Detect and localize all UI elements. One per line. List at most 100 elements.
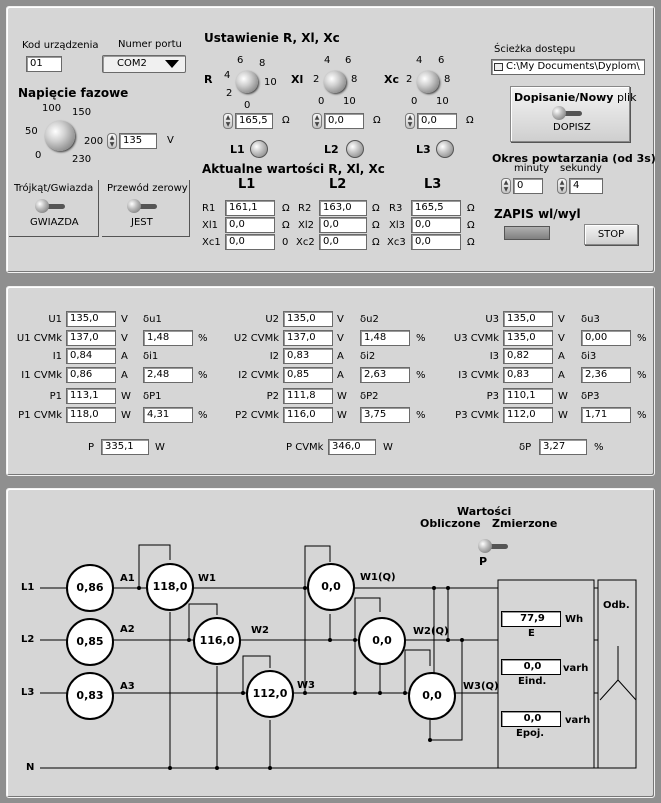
measure-value-field[interactable]: 0,86 — [66, 367, 116, 383]
xl-spinner[interactable]: ▲▼ — [312, 113, 322, 129]
delta-label: δP2 — [360, 391, 379, 402]
r-tick: 4 — [224, 70, 231, 81]
measure-value-field[interactable]: 137,0 — [66, 330, 116, 346]
measure-value-field[interactable]: 110,1 — [503, 388, 553, 404]
delta-value-field[interactable]: 2,63 — [360, 367, 410, 383]
total-value-field[interactable]: 335,1 — [101, 439, 149, 455]
measure-value-field[interactable]: 116,0 — [283, 407, 333, 423]
xc3-field[interactable]: 0,0 — [411, 234, 461, 250]
xc-tick: 0 — [411, 96, 418, 107]
measured-label: Zmierzone — [492, 517, 558, 530]
xl3-field[interactable]: 0,0 — [411, 217, 461, 233]
r2-field[interactable]: 163,0 — [319, 200, 367, 216]
path-field[interactable]: C:\My Documents\Dyplom\ — [491, 59, 645, 75]
seconds-spinner[interactable]: ▲▼ — [557, 178, 567, 194]
measure-unit: V — [558, 333, 565, 344]
xl2-field[interactable]: 0,0 — [319, 217, 367, 233]
r-knob[interactable] — [236, 71, 258, 93]
delta-label: δu3 — [581, 314, 600, 325]
append-new-switch[interactable] — [552, 106, 584, 120]
ammeter-a1-label: A1 — [120, 573, 135, 584]
measure-value-field[interactable]: 135,0 — [66, 311, 116, 327]
measure-unit: A — [558, 370, 565, 381]
row-unit: Ω — [372, 203, 380, 214]
delta-value-field[interactable]: 2,48 — [143, 367, 193, 383]
varmeter-w1q-label: W1(Q) — [360, 572, 396, 583]
minutes-spinner[interactable]: ▲▼ — [501, 178, 511, 194]
minutes-field[interactable]: 0 — [513, 178, 543, 194]
measure-value-field[interactable]: 137,0 — [283, 330, 333, 346]
xl-tick: 6 — [345, 55, 352, 66]
delta-value-field[interactable]: 1,48 — [143, 330, 193, 346]
port-select[interactable]: COM2 — [102, 55, 186, 73]
r-tick: 0 — [244, 100, 251, 111]
folder-icon[interactable] — [494, 63, 503, 71]
total-label: P — [88, 442, 95, 453]
r1-field[interactable]: 161,1 — [225, 200, 275, 216]
xl-knob[interactable] — [324, 71, 346, 93]
measure-unit: A — [558, 351, 565, 362]
measure-value-field[interactable]: 135,0 — [283, 311, 333, 327]
triangle-star-switch[interactable] — [35, 199, 67, 213]
r-tick: 2 — [226, 88, 233, 99]
xc-tick: 10 — [436, 96, 449, 107]
stop-button[interactable]: STOP — [584, 224, 638, 245]
r-tick: 10 — [264, 77, 277, 88]
r-setting-field[interactable]: 165,5 — [235, 113, 273, 129]
delta-value-field[interactable]: 2,36 — [581, 367, 631, 383]
device-code-field[interactable]: 01 — [26, 56, 62, 72]
measure-value-field[interactable]: 0,83 — [283, 348, 333, 364]
neutral-wire-value: JEST — [131, 217, 153, 228]
phase-voltage-knob[interactable] — [45, 121, 75, 151]
xl-tick: 4 — [324, 55, 331, 66]
measure-label: I3 CVMk — [458, 370, 499, 381]
measure-value-field[interactable]: 0,82 — [503, 348, 553, 364]
xc-spinner[interactable]: ▲▼ — [405, 113, 415, 129]
delta-value-field[interactable]: 0,00 — [581, 330, 631, 346]
neutral-wire-switch[interactable] — [127, 199, 159, 213]
delta-value-field[interactable]: 1,48 — [360, 330, 410, 346]
values-switch[interactable] — [478, 539, 510, 553]
xc2-field[interactable]: 0,0 — [319, 234, 367, 250]
xl-setting-field[interactable]: 0,0 — [324, 113, 364, 129]
xc1-field[interactable]: 0,0 — [225, 234, 275, 250]
delta-value-field[interactable]: 1,71 — [581, 407, 631, 423]
xl-tick: 0 — [318, 96, 325, 107]
delta-value-field[interactable]: 4,31 — [143, 407, 193, 423]
delta-unit: % — [637, 410, 647, 421]
xl1-field[interactable]: 0,0 — [225, 217, 275, 233]
phase-voltage-field[interactable]: 135 — [119, 133, 157, 149]
measure-value-field[interactable]: 0,83 — [503, 367, 553, 383]
voltage-spinner[interactable]: ▲▼ — [107, 133, 117, 149]
values-title: Wartości — [457, 505, 512, 518]
measure-value-field[interactable]: 111,8 — [283, 388, 333, 404]
delta-value-field[interactable]: 3,75 — [360, 407, 410, 423]
measure-value-field[interactable]: 113,1 — [66, 388, 116, 404]
delta-label: δu2 — [360, 314, 379, 325]
measure-value-field[interactable]: 0,84 — [66, 348, 116, 364]
total-label: δP — [519, 442, 532, 453]
r-spinner[interactable]: ▲▼ — [223, 113, 233, 129]
record-indicator[interactable] — [504, 226, 550, 240]
record-onoff-label: ZAPIS wl/wyl — [494, 207, 581, 221]
seconds-field[interactable]: 4 — [569, 178, 603, 194]
total-value-field[interactable]: 346,0 — [328, 439, 376, 455]
measure-value-field[interactable]: 112,0 — [503, 407, 553, 423]
total-value-field[interactable]: 3,27 — [539, 439, 587, 455]
varmeter-w3q: 0,0 — [408, 672, 456, 720]
measure-value-field[interactable]: 135,0 — [503, 311, 553, 327]
phase-head: L3 — [424, 177, 442, 192]
delta-unit: % — [198, 333, 208, 344]
measure-value-field[interactable]: 135,0 — [503, 330, 553, 346]
xc-setting-field[interactable]: 0,0 — [417, 113, 457, 129]
total-unit: W — [383, 442, 393, 453]
varmeter-w3q-label: W3(Q) — [463, 681, 499, 692]
measure-value-field[interactable]: 0,85 — [283, 367, 333, 383]
measure-label: P1 — [49, 391, 62, 402]
append-new-label: Dopisanie/Nowy plik — [514, 92, 636, 104]
append-new-value: DOPISZ — [553, 122, 591, 133]
measure-value-field[interactable]: 118,0 — [66, 407, 116, 423]
r3-field[interactable]: 165,5 — [411, 200, 461, 216]
xc-knob[interactable] — [417, 71, 439, 93]
dropdown-arrow-icon[interactable] — [165, 60, 179, 68]
